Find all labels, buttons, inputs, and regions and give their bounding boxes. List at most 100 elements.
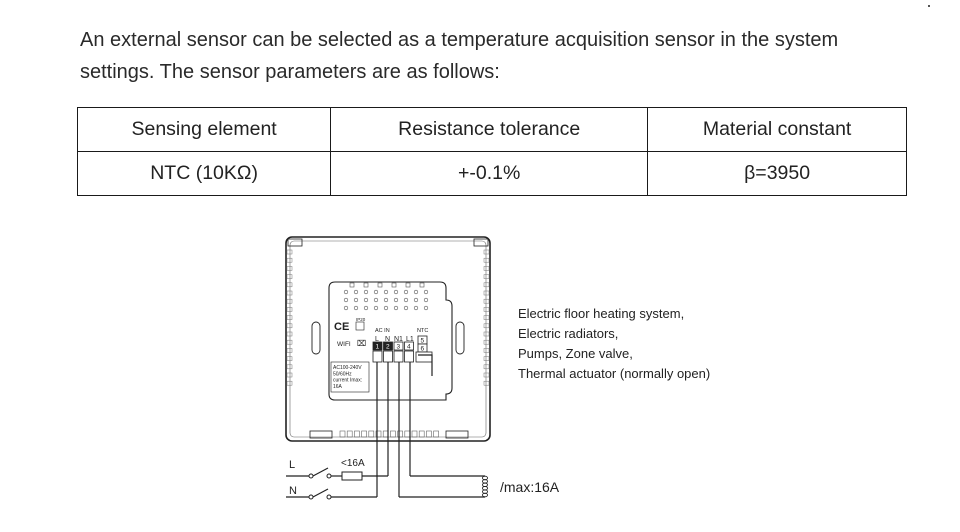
bottom-vent (390, 430, 396, 438)
terminal-screw (393, 350, 404, 363)
vent-hole (383, 289, 389, 295)
list-item: Electric radiators, (518, 326, 619, 341)
edge-tooth (483, 307, 490, 312)
edge-tooth (286, 364, 293, 370)
list-item: Thermal actuator (normally open) (518, 366, 711, 381)
header-resistance-tolerance: Resistance tolerance (330, 107, 649, 152)
terminal-name: L (375, 336, 379, 343)
edge-tooth (286, 257, 293, 263)
sensor-parameters-table: Sensing element Resistance tolerance Mat… (76, 107, 907, 196)
vent-hole (353, 297, 359, 303)
vent-hole (403, 289, 409, 295)
edge-tooth (483, 323, 490, 329)
corner-mark (928, 5, 930, 7)
vent-hole (423, 289, 429, 295)
vent-hole (423, 297, 429, 303)
intro-paragraph: An external sensor can be selected as a … (80, 24, 920, 88)
vent-hole (363, 289, 369, 295)
vent-slot (391, 282, 397, 288)
bottom-vent (375, 430, 382, 438)
vent-hole (383, 305, 389, 311)
vent-hole (383, 297, 389, 303)
edge-tooth (286, 282, 293, 288)
vent-hole (373, 297, 379, 303)
vent-hole (363, 297, 369, 303)
edge-tooth (483, 257, 490, 263)
coil-loop (482, 492, 488, 498)
bottom-vent (346, 430, 353, 438)
terminal-number: 5 (421, 338, 425, 345)
edge-tooth (286, 298, 293, 304)
bottom-vent (411, 430, 418, 438)
edge-tooth (483, 380, 490, 386)
terminal-screw (383, 350, 393, 363)
vent-hole (423, 305, 429, 311)
edge-tooth (483, 290, 490, 296)
vent-slot (349, 282, 355, 288)
edge-tooth (286, 356, 293, 361)
edge-tooth (286, 339, 293, 345)
vent-hole (413, 289, 419, 295)
line-label: L (289, 459, 295, 471)
bottom-vent (433, 430, 439, 438)
edge-tooth (286, 266, 293, 271)
rating-line: current Imax: (333, 378, 362, 384)
wifi-label: WIFI (337, 341, 351, 348)
edge-tooth (286, 331, 293, 337)
ip-rating-label: IP20 (356, 317, 366, 322)
vent-hole (353, 305, 359, 311)
intro-line-2: settings. The sensor parameters are as f… (80, 61, 500, 83)
edge-tooth (483, 348, 490, 353)
fuse-icon (341, 471, 363, 481)
bottom-vent (368, 430, 375, 438)
vent-hole (403, 305, 409, 311)
vent-hole (343, 305, 349, 311)
terminal-number: 1 (376, 344, 380, 351)
fuse-rating-label: <16A (341, 458, 365, 469)
control-module (328, 281, 453, 401)
bottom-vent (418, 430, 425, 438)
vent-hole (413, 297, 419, 303)
edge-tooth (483, 356, 490, 361)
bottom-vent (354, 430, 360, 438)
edge-tooth (483, 282, 490, 288)
neutral-label: N (289, 485, 297, 497)
edge-tooth (483, 372, 490, 378)
edge-tooth (483, 339, 490, 345)
terminal-number: 2 (386, 344, 390, 351)
terminal-1 (372, 341, 383, 351)
terminal-name: L1 (406, 336, 414, 343)
terminal-number: 6 (421, 346, 425, 353)
edge-tooth (286, 274, 293, 279)
edge-tooth (483, 364, 490, 370)
vent-hole (373, 305, 379, 311)
edge-tooth (483, 266, 490, 271)
terminal-screw (372, 350, 383, 363)
vent-hole (393, 289, 399, 295)
vent-holes (343, 282, 429, 311)
rating-line: AC100-240V (333, 365, 362, 371)
bottom-vents (339, 430, 439, 438)
terminal-3 (393, 341, 404, 351)
bottom-vent (404, 430, 411, 438)
vent-hole (393, 297, 399, 303)
vent-slot (419, 282, 425, 288)
vent-hole (393, 305, 399, 311)
ce-mark: CE (334, 321, 349, 333)
ac-in-label: AC IN (375, 328, 390, 334)
ntc-label: NTC (417, 328, 428, 334)
sensor-screw (415, 351, 433, 363)
cell-resistance-tolerance: +-0.1% (330, 151, 649, 196)
vent-slot (405, 282, 411, 288)
load-max-note: /max:16A (500, 479, 560, 495)
edge-tooth (286, 307, 293, 312)
terminal-4 (404, 341, 414, 351)
table-row: NTC (10KΩ) +-0.1% β=3950 (76, 151, 907, 196)
vent-hole (363, 305, 369, 311)
application-list: Electric floor heating system, Electric … (518, 304, 710, 384)
vent-hole (343, 297, 349, 303)
vent-slot (377, 282, 383, 288)
